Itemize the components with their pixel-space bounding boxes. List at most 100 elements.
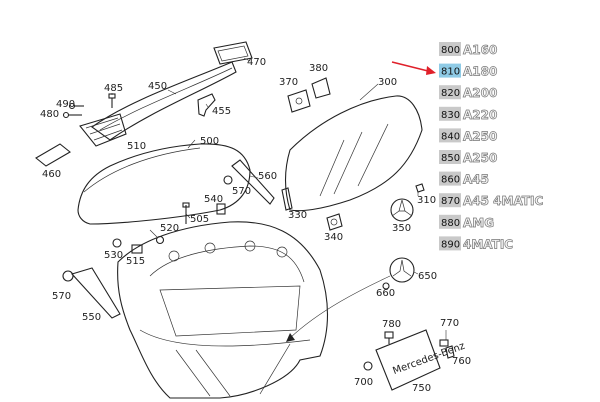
legend-code: 840 bbox=[441, 131, 460, 142]
callout-480: 480 bbox=[40, 109, 59, 120]
callout-505: 505 bbox=[190, 214, 209, 225]
callout-660: 660 bbox=[376, 288, 395, 299]
legend-code-bg bbox=[439, 63, 461, 78]
legend-code: 870 bbox=[441, 196, 460, 207]
callout-550: 550 bbox=[82, 312, 101, 323]
callout-560: 560 bbox=[258, 171, 277, 182]
leader-lines bbox=[111, 57, 447, 340]
callout-510: 510 bbox=[127, 141, 146, 152]
callout-370: 370 bbox=[279, 77, 298, 88]
legend-code-bg bbox=[439, 193, 461, 208]
callout-340: 340 bbox=[324, 232, 343, 243]
screw-485-part bbox=[108, 93, 116, 108]
callout-750: 750 bbox=[412, 383, 431, 394]
legend-badge-name: A250 bbox=[463, 151, 497, 165]
legend-code: 890 bbox=[441, 239, 460, 250]
callout-540: 540 bbox=[204, 194, 223, 205]
clip-660-part bbox=[382, 282, 390, 290]
callout-460: 460 bbox=[42, 169, 61, 180]
brake-light-part bbox=[213, 41, 253, 65]
screws-480-490-part bbox=[62, 102, 84, 119]
strip-part bbox=[281, 187, 293, 211]
trim-560-part bbox=[231, 159, 275, 205]
legend-code: 850 bbox=[441, 153, 460, 164]
callout-330: 330 bbox=[288, 210, 307, 221]
legend-badge-name: A160 bbox=[463, 43, 497, 57]
callout-520: 520 bbox=[160, 223, 179, 234]
red-pointer-arrow bbox=[391, 61, 433, 73]
glass-bracket-parts bbox=[287, 77, 331, 113]
callout-760: 760 bbox=[452, 356, 471, 367]
callout-490: 490 bbox=[56, 99, 75, 110]
legend-badge-name: A180 bbox=[463, 65, 497, 79]
callout-700: 700 bbox=[354, 377, 373, 388]
callout-450: 450 bbox=[148, 81, 167, 92]
callout-labels: 470 450 485 490 480 455 370 380 300 510 … bbox=[40, 57, 471, 394]
nozzle-part bbox=[197, 93, 216, 117]
callout-485: 485 bbox=[104, 83, 123, 94]
legend-code: 810 bbox=[441, 67, 460, 78]
callout-500: 500 bbox=[200, 136, 219, 147]
rear-window-glass-part bbox=[284, 95, 423, 212]
legend-code-bg bbox=[439, 106, 461, 121]
plate-hardware-parts bbox=[363, 331, 455, 371]
rear-emblem-650-part bbox=[389, 257, 415, 283]
legend-badge-name: A200 bbox=[463, 86, 497, 100]
legend-badge-name: A220 bbox=[463, 108, 497, 122]
legend-badge-name: 4MATIC bbox=[463, 237, 513, 251]
tailgate-part bbox=[117, 221, 329, 399]
red-pointer-arrow-head bbox=[426, 66, 436, 75]
tailgate-glass-part bbox=[77, 143, 251, 225]
callout-455: 455 bbox=[212, 106, 231, 117]
callout-350: 350 bbox=[392, 223, 411, 234]
assembly-arrow bbox=[289, 275, 391, 339]
callout-300: 300 bbox=[378, 77, 397, 88]
callout-310: 310 bbox=[417, 195, 436, 206]
clip-310-part bbox=[415, 183, 425, 193]
legend-badge-name: A45 4MATIC bbox=[463, 194, 543, 208]
star-emblem-part bbox=[390, 198, 414, 222]
callout-570-bottom: 570 bbox=[52, 291, 71, 302]
callout-515: 515 bbox=[126, 256, 145, 267]
callout-470: 470 bbox=[247, 57, 266, 68]
legend-code: 820 bbox=[441, 88, 460, 99]
legend-badge-name: AMG bbox=[463, 216, 494, 230]
legend-code-bg bbox=[439, 214, 461, 229]
legend-code-bg bbox=[439, 42, 461, 56]
callout-530: 530 bbox=[104, 250, 123, 261]
legend-badge-name: A250 bbox=[463, 129, 497, 143]
legend-code: 800 bbox=[441, 45, 460, 56]
glass-460-part bbox=[35, 143, 71, 167]
callout-380: 380 bbox=[309, 63, 328, 74]
clips-part bbox=[62, 175, 233, 282]
legend-code: 830 bbox=[441, 110, 460, 121]
bracket-340-part bbox=[326, 213, 343, 231]
legend-code-bg bbox=[439, 171, 461, 186]
legend-code: 860 bbox=[441, 175, 460, 186]
legend-badge-name: A45 bbox=[463, 173, 489, 187]
callout-780: 780 bbox=[382, 319, 401, 330]
callout-570-top: 570 bbox=[232, 186, 251, 197]
legend-code: 880 bbox=[441, 218, 460, 229]
pillar-trim-550-part bbox=[71, 267, 121, 319]
legend-code-bg bbox=[439, 150, 461, 164]
callout-650: 650 bbox=[418, 271, 437, 282]
callout-770: 770 bbox=[440, 318, 459, 329]
legend-code-bg bbox=[439, 236, 461, 251]
spoiler-part bbox=[79, 61, 237, 147]
legend-code-bg bbox=[439, 128, 461, 143]
assembly-arrow-head bbox=[286, 333, 295, 342]
